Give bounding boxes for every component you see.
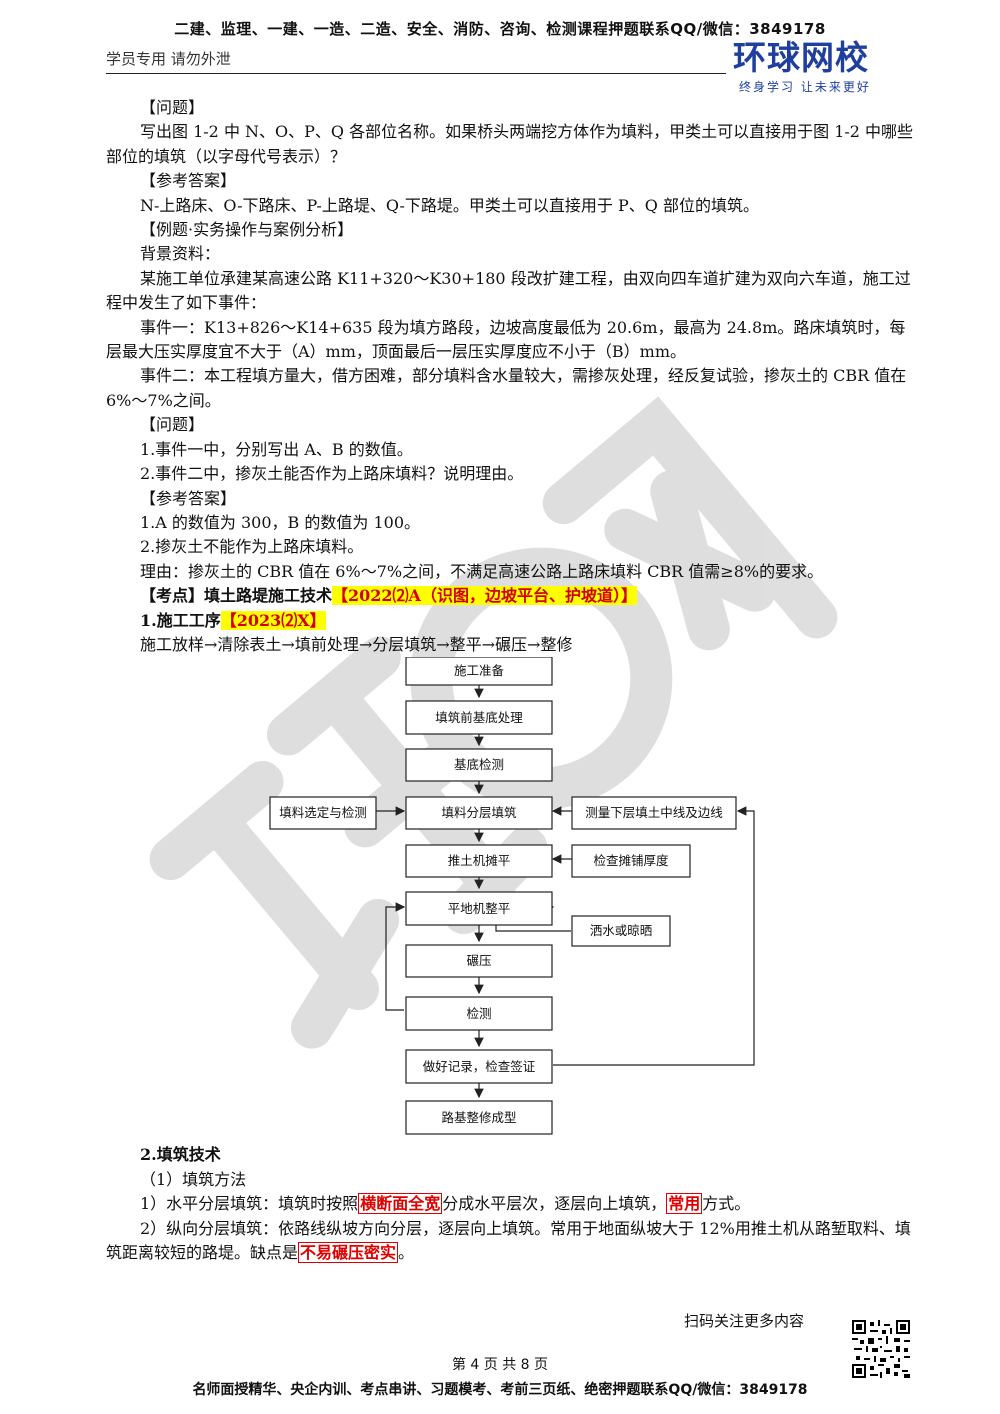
section-1-title-line: 1.施工工序【2023⑵X】 bbox=[106, 609, 918, 633]
flow-step-preparation: 施工准备 bbox=[453, 663, 504, 679]
question-item-2: 2.事件二中，掺灰土能否作为上路床填料？说明理由。 bbox=[140, 464, 524, 484]
header-promo-line: 二建、监理、一建、一造、二造、安全、消防、咨询、检测课程押题联系QQ/微信：38… bbox=[174, 20, 826, 38]
flow-step-base-treatment: 填筑前基底处理 bbox=[435, 710, 523, 726]
horizontal-emphasis-1: 横断面全宽 bbox=[358, 1193, 443, 1215]
vertical-emphasis: 不易碾压密实 bbox=[298, 1241, 399, 1263]
section-2-vertical: 2）纵向分层填筑：依路线纵坡方向分层，逐层向上填筑。常用于地面纵坡大于 12%用… bbox=[106, 1217, 918, 1266]
flow-step-compaction: 碾压 bbox=[466, 953, 492, 969]
question-heading-2: 【问题】 bbox=[140, 415, 205, 435]
brand-logo: 环球网校 终身学习 让未来更好 bbox=[733, 38, 913, 98]
answer-reason: 理由：掺灰土的 CBR 值在 6%～7%之间，不满足高速公路上路床填料 CBR … bbox=[140, 561, 824, 581]
horizontal-emphasis-2: 常用 bbox=[666, 1193, 703, 1215]
question-heading: 【问题】 bbox=[140, 98, 205, 117]
horizontal-text-c: 分成水平层次，逐层向上填筑， bbox=[442, 1194, 667, 1214]
horizontal-text-a: 1）水平分层填筑：填筑时按照 bbox=[140, 1194, 359, 1214]
flow-step-finishing: 路基整修成型 bbox=[441, 1110, 517, 1126]
answer-heading: 【参考答案】 bbox=[140, 171, 237, 191]
background-label: 背景资料： bbox=[140, 244, 221, 264]
flow-side-material-selection: 填料选定与检测 bbox=[279, 805, 367, 821]
section-2-title: 2.填筑技术 bbox=[140, 1145, 221, 1165]
answer-heading-2: 【参考答案】 bbox=[140, 488, 237, 508]
section-1-flow-text: 施工放样→清除表土→填前处理→分层填筑→整平→碾压→整修 bbox=[140, 634, 573, 654]
key-point-label: 【考点】填土路堤施工技术 bbox=[140, 586, 333, 606]
event-two-text: 事件二：本工程填方量大，借方困难，部分填料含水量较大，需掺灰处理，经反复试验，掺… bbox=[106, 366, 907, 410]
page-number: 第 4 页 共 8 页 bbox=[451, 1357, 549, 1373]
flow-side-thickness-check: 检查摊铺厚度 bbox=[593, 853, 669, 869]
flow-step-bulldozer-spread: 推土机摊平 bbox=[447, 853, 511, 869]
flow-step-record: 做好记录，检查签证 bbox=[422, 1059, 536, 1075]
flow-side-water-or-dry: 洒水或晾晒 bbox=[589, 923, 653, 939]
flowchart-connectors bbox=[269, 657, 755, 1135]
flow-step-base-inspection: 基底检测 bbox=[453, 757, 504, 773]
section-2-method-heading: （1）填筑方法 bbox=[140, 1169, 247, 1189]
answer-item-1: 1.A 的数值为 300，B 的数值为 100。 bbox=[140, 512, 421, 532]
answer-text: N-上路床、O-下路床、P-上路堤、Q-下路堤。甲类土可以直接用于 P、Q 部位… bbox=[140, 195, 759, 215]
background-text: 某施工单位承建某高速公路 K11+320～K30+180 段改扩建工程，由双向四… bbox=[106, 268, 911, 313]
logo-text: 环球网校 bbox=[733, 38, 869, 77]
footer-promo-line: 名师面授精华、央企内训、考点串讲、习题模考、考前三页纸、绝密押题联系QQ/微信：… bbox=[192, 1382, 808, 1398]
key-point-line: 【考点】填土路堤施工技术【2022⑵A（识图，边坡平台、护坡道）】 bbox=[106, 584, 918, 608]
section-1-title: 1.施工工序 bbox=[140, 610, 221, 630]
flow-step-grader-level: 平地机整平 bbox=[447, 901, 511, 917]
vertical-text-c: 。 bbox=[398, 1242, 415, 1262]
event-one-text: 事件一：K13+826～K14+635 段为填方路段，边坡高度最低为 20.6m… bbox=[106, 317, 906, 362]
scan-prompt: 扫码关注更多内容 bbox=[684, 1312, 805, 1330]
example-heading: 【例题·实务操作与案例分析】 bbox=[140, 220, 354, 240]
question-item-1: 1.事件一中，分别写出 A、B 的数值。 bbox=[140, 439, 413, 459]
qr-code-icon[interactable] bbox=[852, 1320, 910, 1378]
key-point-tag: 【2022⑵A（识图，边坡平台、护坡道）】 bbox=[332, 586, 637, 606]
logo-slogan: 终身学习 让未来更好 bbox=[739, 80, 871, 94]
section-2-horizontal: 1）水平分层填筑：填筑时按照横断面全宽分成水平层次，逐层向上填筑，常用方式。 bbox=[106, 1192, 918, 1216]
header-subtitle: 学员专用 请勿外泄 bbox=[106, 50, 231, 68]
flow-step-testing: 检测 bbox=[466, 1006, 492, 1022]
header-divider bbox=[106, 73, 726, 74]
flow-step-layered-filling: 填料分层填筑 bbox=[441, 805, 517, 821]
flowchart: 施工准备 填筑前基底处理 基底检测 填料分层填筑 推土机摊平 平地机整平 碾压 … bbox=[106, 657, 918, 1139]
answer-item-2: 2.掺灰土不能作为上路床填料。 bbox=[140, 537, 364, 557]
flow-side-survey: 测量下层填土中线及边线 bbox=[585, 805, 723, 821]
document-body: 【问题】 写出图 1-2 中 N、O、P、Q 各部位名称。如果桥头两端挖方体作为… bbox=[106, 96, 918, 1265]
horizontal-text-e: 方式。 bbox=[702, 1194, 751, 1214]
question-text: 写出图 1-2 中 N、O、P、Q 各部位名称。如果桥头两端挖方体作为填料，甲类… bbox=[106, 122, 914, 166]
section-1-tag: 【2023⑵X】 bbox=[220, 610, 326, 630]
vertical-text-a: 2）纵向分层填筑：依路线纵坡方向分层，逐层向上填筑。常用于地面纵坡大于 12%用… bbox=[106, 1218, 911, 1262]
